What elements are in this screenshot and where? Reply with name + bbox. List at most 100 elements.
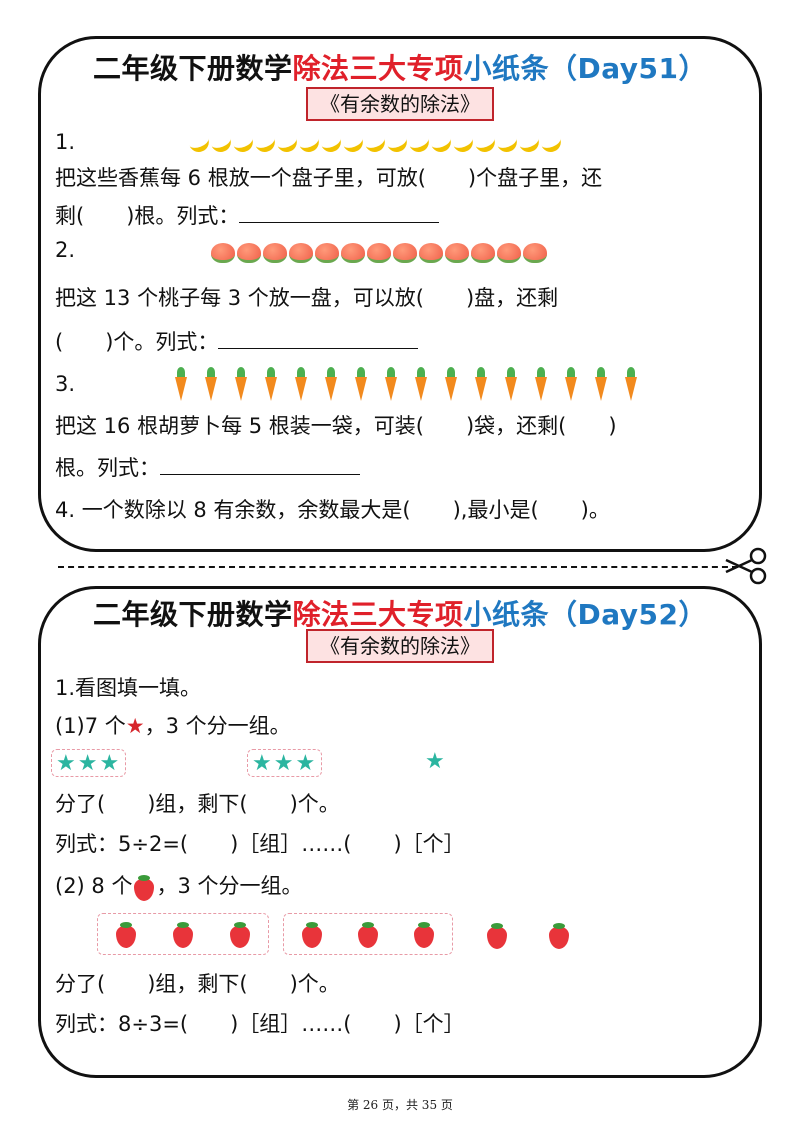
peach-icon: [211, 243, 235, 263]
card2-subtitle: 《有余数的除法》: [306, 629, 494, 663]
p1-head-a: (1)7 个: [55, 714, 126, 738]
p2-formula: 列式：8÷3=( )［组］……( )［个］: [55, 1012, 465, 1036]
title-red: 除法三大专项: [292, 598, 464, 631]
banana-icon: [341, 129, 363, 151]
carrot-icon: [165, 365, 195, 403]
peach-icon: [497, 243, 521, 263]
q1-line2: 剩( )根。列式：: [55, 201, 440, 231]
carrot-icon: [615, 365, 645, 403]
q4-line: 4. 一个数除以 8 有余数，余数最大是( ),最小是( )。: [55, 498, 610, 522]
peach-icon: [471, 243, 495, 263]
strawberry-group-1: [97, 913, 269, 955]
peach-icon: [341, 243, 365, 263]
peach-icon: [237, 243, 261, 263]
star-group-1: ★★★: [51, 749, 127, 777]
title-blue: 小纸条（Day51）: [463, 52, 708, 85]
q2-answer-blank[interactable]: [218, 328, 419, 349]
banana-row: [187, 129, 561, 151]
title-black: 二年级下册数学: [92, 52, 293, 85]
banana-icon: [275, 129, 297, 151]
c2-q1-head: 1.看图填一填。: [55, 676, 202, 700]
strawberry-icon: [356, 920, 380, 948]
q1-answer-blank[interactable]: [239, 202, 440, 223]
carrot-icon: [285, 365, 315, 403]
carrot-icon: [405, 365, 435, 403]
strawberry-icon: [171, 920, 195, 948]
carrot-icon: [555, 365, 585, 403]
strawberry-icon: [228, 920, 252, 948]
q3-line2: 根。列式：: [55, 453, 360, 483]
star-group-2: ★★★: [247, 749, 323, 777]
strawberry-icon: [114, 920, 138, 948]
peach-icon: [419, 243, 443, 263]
q3-line1: 把这 16 根胡萝卜每 5 根装一袋，可装( )袋，还剩( ): [55, 414, 617, 438]
page-footer: 第 26 页，共 35 页: [347, 1098, 453, 1112]
q1-line1: 把这些香蕉每 6 根放一个盘子里，可放( )个盘子里，还: [55, 166, 603, 190]
carrot-icon: [255, 365, 285, 403]
strawberry-icon: [412, 920, 436, 948]
title-red: 除法三大专项: [292, 52, 464, 85]
p2-head: (2) 8 个 ，3 个分一组。: [55, 871, 303, 901]
q3-line2-text: 根。列式：: [55, 456, 160, 480]
banana-icon: [319, 129, 341, 151]
card1-title: 二年级下册数学除法三大专项小纸条（Day51）: [41, 47, 759, 87]
title-black: 二年级下册数学: [92, 598, 293, 631]
card-day52: 二年级下册数学除法三大专项小纸条（Day52） 《有余数的除法》 1.看图填一填…: [38, 586, 762, 1078]
carrot-icon: [315, 365, 345, 403]
carrot-icon: [375, 365, 405, 403]
card2-title: 二年级下册数学除法三大专项小纸条（Day52）: [41, 593, 759, 633]
peach-icon: [445, 243, 469, 263]
q2-number: 2.: [55, 238, 76, 262]
q2-line2: ( )个。列式：: [55, 327, 419, 357]
banana-icon: [451, 129, 473, 151]
peach-row: [211, 243, 549, 263]
peach-icon: [393, 243, 417, 263]
banana-icon: [473, 129, 495, 151]
star-single: ★: [425, 749, 445, 774]
carrot-icon: [465, 365, 495, 403]
q3-answer-blank[interactable]: [160, 454, 360, 475]
red-star-icon: ★: [125, 714, 145, 738]
strawberry-group-2: [283, 913, 453, 955]
banana-icon: [209, 129, 231, 151]
q3-number: 3.: [55, 372, 76, 396]
q1-number: 1.: [55, 130, 76, 154]
banana-icon: [539, 129, 561, 151]
peach-icon: [263, 243, 287, 263]
p2-head-b: ，3 个分一组。: [156, 874, 303, 898]
carrot-icon: [225, 365, 255, 403]
p2-fill: 分了( )组，剩下( )个。: [55, 972, 340, 996]
p1-fill: 分了( )组，剩下( )个。: [55, 792, 340, 816]
q2-line2-text: ( )个。列式：: [55, 330, 219, 354]
p2-head-a: (2) 8 个: [55, 874, 133, 898]
banana-icon: [495, 129, 517, 151]
carrot-icon: [345, 365, 375, 403]
peach-icon: [315, 243, 339, 263]
carrot-icon: [525, 365, 555, 403]
banana-icon: [253, 129, 275, 151]
card-day51: 二年级下册数学除法三大专项小纸条（Day51） 《有余数的除法》 1. 把这些香…: [38, 36, 762, 552]
peach-icon: [523, 243, 547, 263]
banana-icon: [517, 129, 539, 151]
banana-icon: [407, 129, 429, 151]
q1-line2-text: 剩( )根。列式：: [55, 204, 240, 228]
strawberry-icon: [485, 921, 509, 949]
peach-icon: [289, 243, 313, 263]
title-blue: 小纸条（Day52）: [463, 598, 708, 631]
banana-icon: [231, 129, 253, 151]
strawberry-icon: [132, 873, 156, 901]
strawberry-icon: [300, 920, 324, 948]
scissors-icon: [725, 547, 767, 585]
carrot-row: [165, 365, 645, 403]
p1-formula: 列式：5÷2=( )［组］……( )［个］: [55, 832, 465, 856]
carrot-icon: [495, 365, 525, 403]
p1-head: (1)7 个★，3 个分一组。: [55, 711, 291, 741]
banana-icon: [297, 129, 319, 151]
p1-head-b: ，3 个分一组。: [144, 714, 291, 738]
cut-line: [58, 566, 738, 568]
card1-subtitle: 《有余数的除法》: [306, 87, 494, 121]
banana-icon: [429, 129, 451, 151]
banana-icon: [385, 129, 407, 151]
banana-icon: [187, 129, 209, 151]
strawberry-icon: [547, 921, 571, 949]
